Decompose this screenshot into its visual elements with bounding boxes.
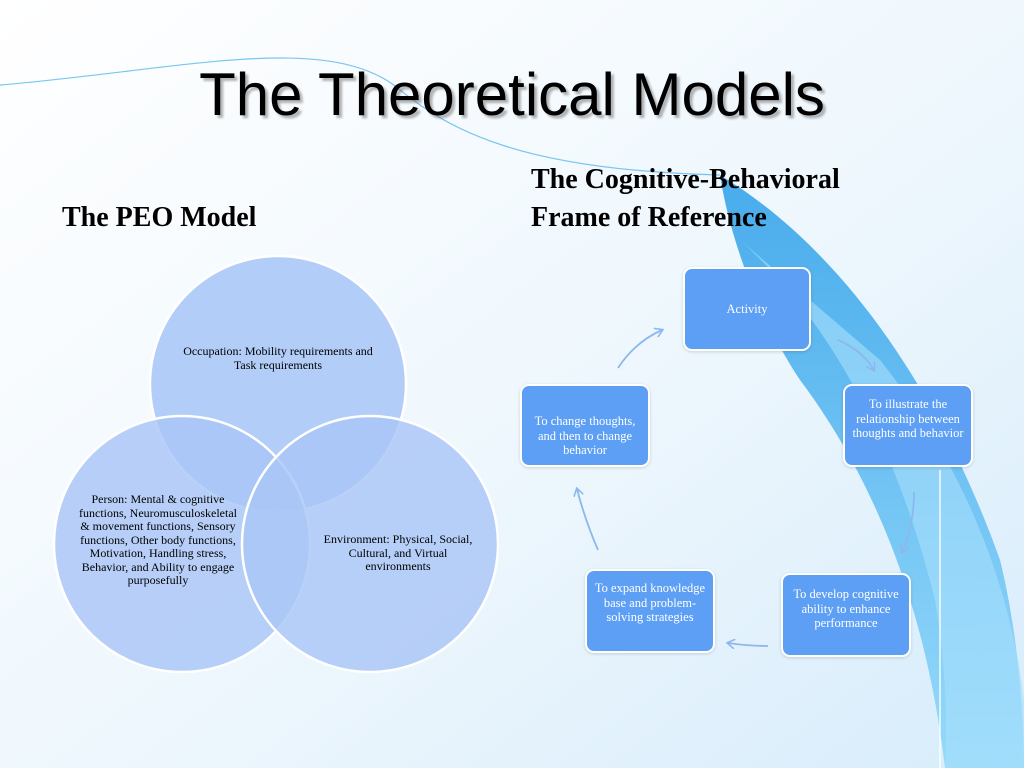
develop-cognitive-ability-box: To develop cognitive ability to enhance … xyxy=(781,573,911,657)
slide-title: The Theoretical Models xyxy=(199,61,825,128)
peo-model-heading: The PEO Model xyxy=(62,202,257,233)
cognitive-behavioral-heading: The Cognitive-Behavioral Frame of Refere… xyxy=(531,164,840,233)
person-label: Person: Mental & cognitive functions, Ne… xyxy=(79,492,237,587)
environment-circle xyxy=(240,414,500,674)
change-thoughts-box: To change thoughts, and then to change b… xyxy=(520,384,650,467)
environment-label: Environment: Physical, Social, Cultural,… xyxy=(323,532,473,573)
accent-curve-line xyxy=(0,57,721,176)
activity-box: Activity xyxy=(683,267,811,351)
illustrate-relationship-box: To illustrate the relationship between t… xyxy=(843,384,973,467)
occupation-label: Occupation: Mobility requirements and Ta… xyxy=(183,344,373,372)
accent-wave-light xyxy=(740,240,1024,768)
expand-knowledge-box: To expand knowledge base and problem-sol… xyxy=(585,569,715,653)
